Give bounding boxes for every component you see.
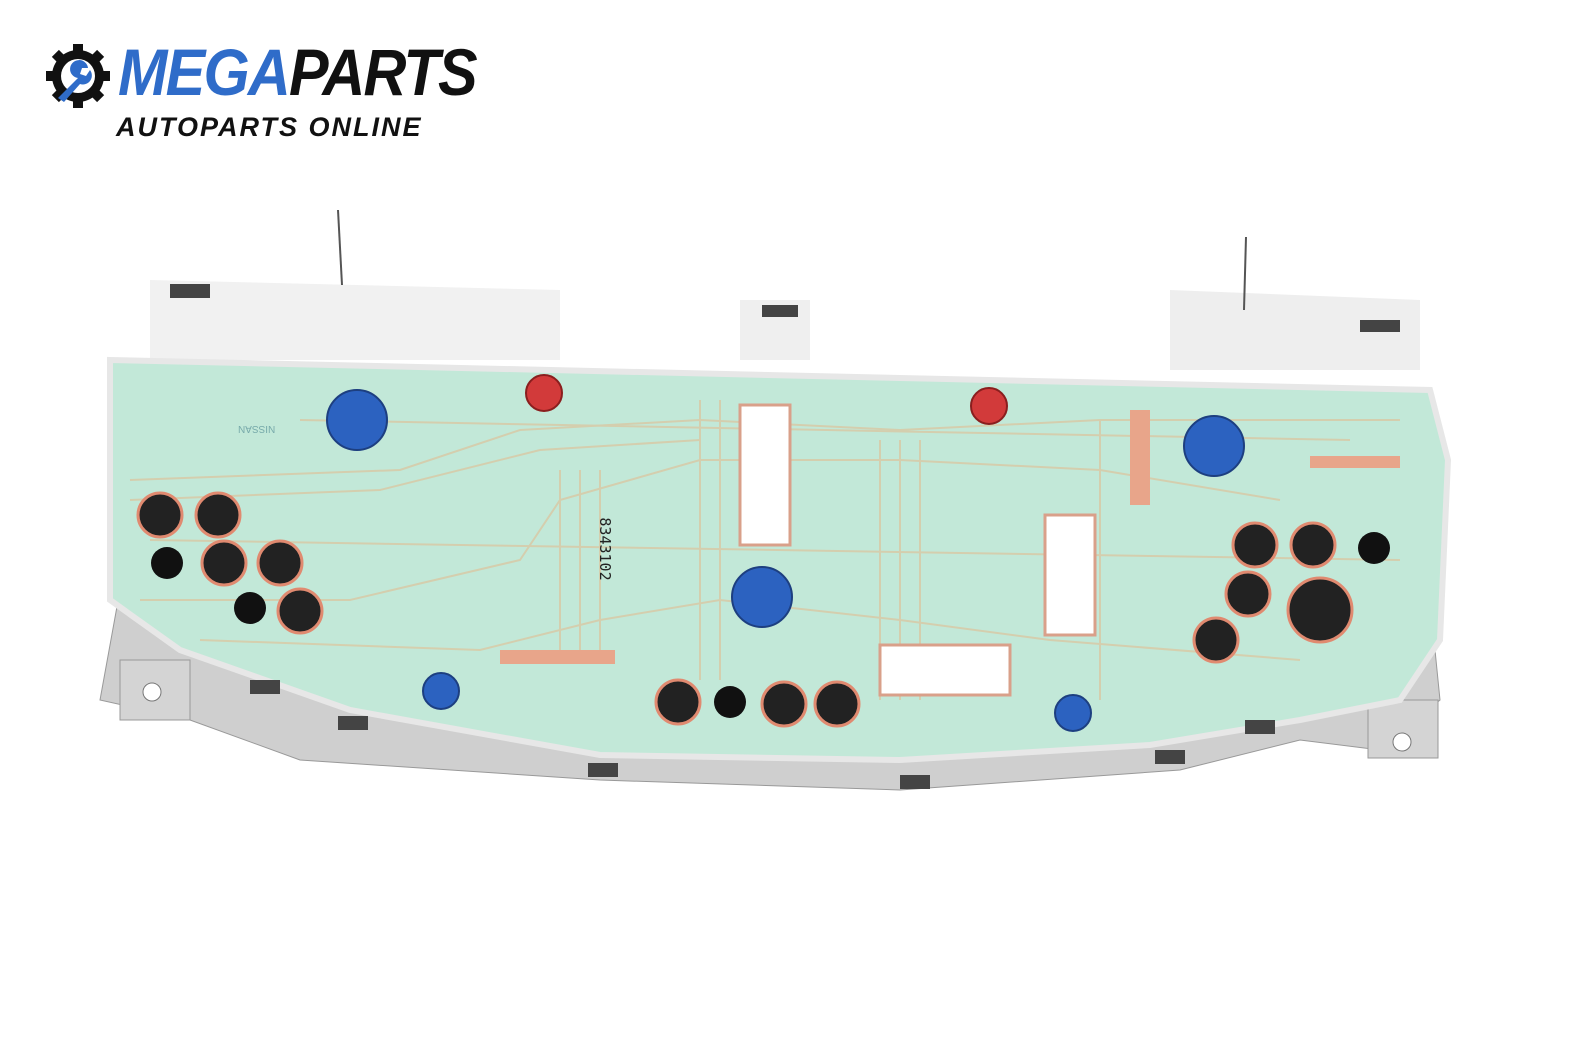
brand-name: MEGAPARTS [118,35,478,109]
pcb-brand-mark: NISSAN [238,423,276,434]
blue-sockets [326,389,1245,732]
pcb-serial-number: 8343102 [596,517,614,581]
gear-wrench-icon [46,44,110,108]
megaparts-logo: MEGAPARTS AUTOPARTS ONLINE [44,35,478,150]
black-sockets [136,491,1354,728]
brand-tagline: AUTOPARTS ONLINE [116,112,423,142]
red-sockets [525,374,1008,425]
pcb-board [107,356,1452,764]
